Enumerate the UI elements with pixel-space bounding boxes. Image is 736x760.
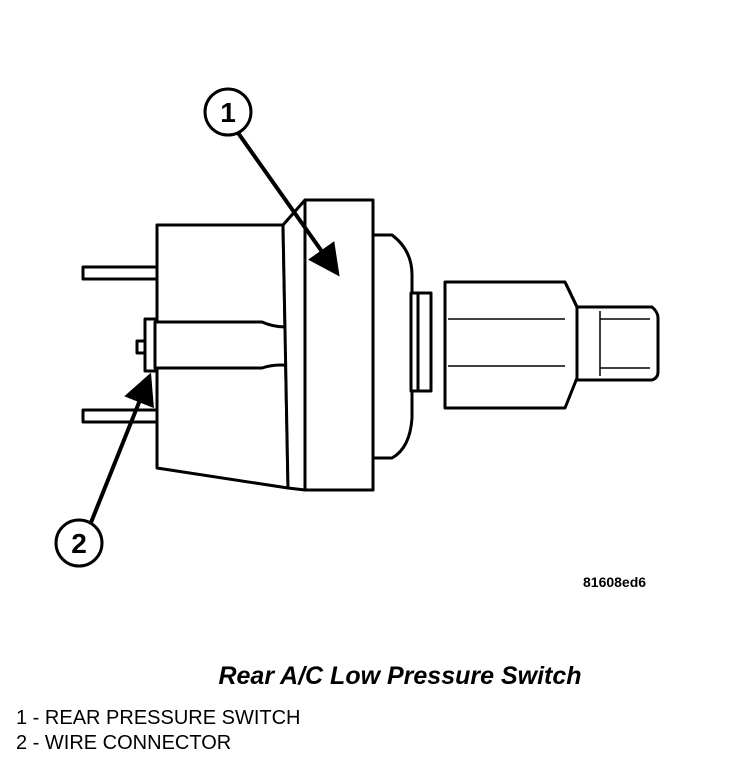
callout-2: 2 <box>54 518 104 568</box>
switch-neck <box>153 320 302 370</box>
callout-1-number: 1 <box>220 97 236 128</box>
hex-nut <box>443 280 579 410</box>
leader-arrow-1 <box>234 128 340 277</box>
threaded-fitting <box>575 305 660 382</box>
legend-item-2-label: WIRE CONNECTOR <box>44 732 232 754</box>
callout-2-number: 2 <box>71 528 87 559</box>
legend-separator: - <box>27 732 45 754</box>
terminal-upper <box>81 265 161 281</box>
legend-item-1: 1 - REAR PRESSURE SWITCH <box>16 706 301 731</box>
callout-2-circle <box>54 518 104 568</box>
figure-caption: Rear A/C Low Pressure Switch <box>218 662 582 690</box>
switch-dome <box>371 233 414 460</box>
fitting-collar <box>409 291 433 393</box>
switch-chamfer <box>281 198 307 492</box>
legend-item-2: 2 - WIRE CONNECTOR <box>16 731 301 756</box>
callout-1: 1 <box>203 87 253 137</box>
legend-separator: - <box>27 707 45 729</box>
legend: 1 - REAR PRESSURE SWITCH 2 - WIRE CONNEC… <box>16 706 301 756</box>
terminal-lower <box>81 408 161 424</box>
legend-item-2-number: 2 <box>16 732 28 754</box>
figure-code: 81608ed6 <box>583 574 647 590</box>
callout-1-circle <box>203 87 253 137</box>
legend-item-1-number: 1 <box>16 707 28 729</box>
legend-item-1-label: REAR PRESSURE SWITCH <box>44 707 301 729</box>
leader-arrow-2 <box>88 372 154 526</box>
